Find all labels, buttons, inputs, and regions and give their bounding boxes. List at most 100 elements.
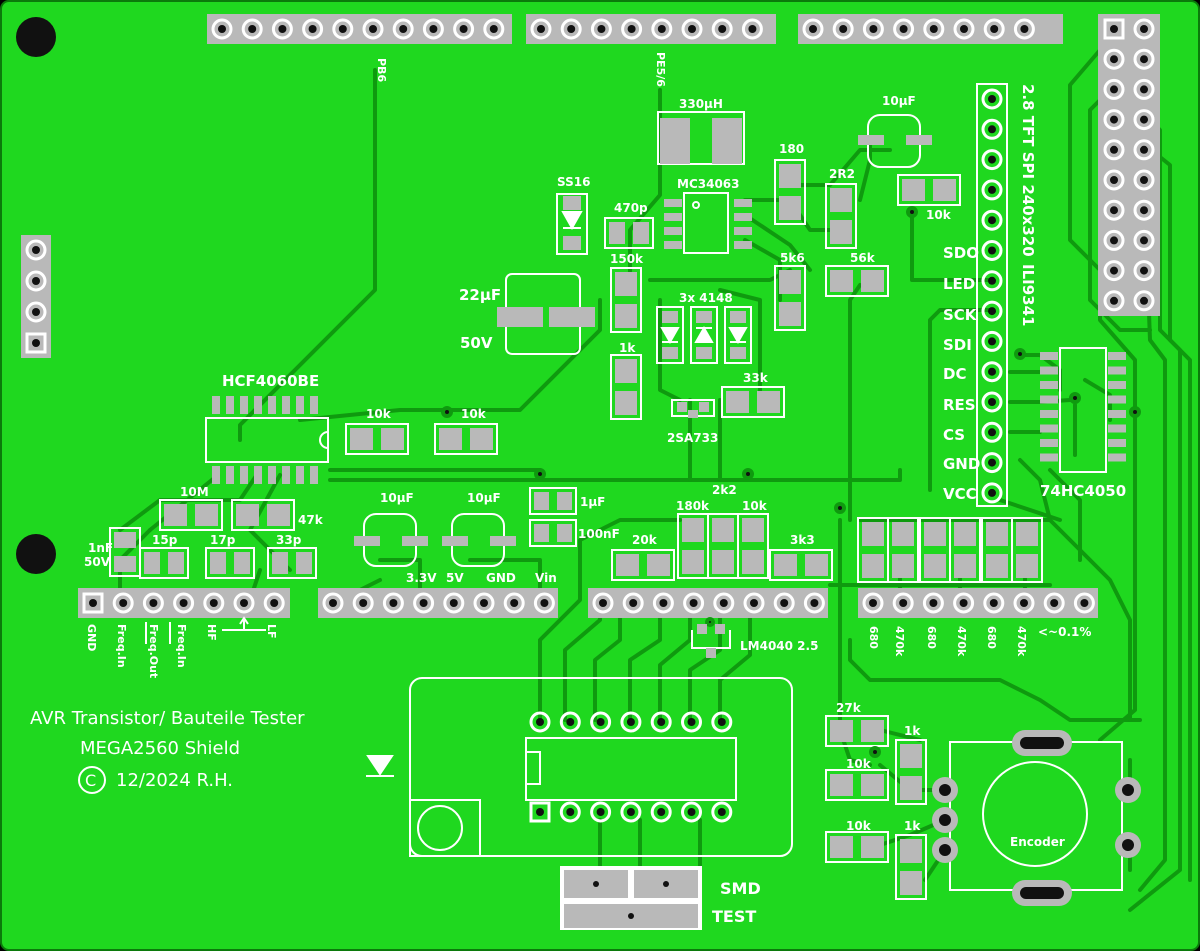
header-pin-hole [1110,296,1118,305]
header-pin-hole [179,599,188,607]
ic-pad [1108,381,1126,389]
smd-pad [861,774,884,796]
header-pin-hole [1080,599,1089,607]
header-pin-hole [1110,176,1118,184]
label-180k: 180k [676,499,710,513]
label-1uf: 1µF [580,495,605,509]
smd-pad [742,550,764,574]
header-pin-hole [1140,85,1148,94]
tft-pin [981,118,1003,140]
header-pin [1103,290,1125,312]
smd-pad [616,554,639,576]
tft-pin-hole [988,246,996,255]
header-left-pins [25,239,47,354]
label-10uf-b: 10µF [467,491,501,505]
ic-pad [1040,366,1058,375]
label-20k: 20k [632,533,658,547]
header-pin [233,592,255,614]
hdr-label-lf: LF [265,624,278,639]
smd-pad [615,272,637,296]
header-pin [862,18,884,40]
header-pin [1043,592,1065,614]
tft-pin-hole [988,398,996,406]
header-pin [25,239,47,261]
header-pin [802,18,824,40]
header-pin [1103,199,1125,221]
header-pin [503,592,525,614]
header-pin-hole [359,599,368,607]
zif-pin-hole [657,718,666,726]
tft-pin-hole [988,488,996,497]
ic-pad [282,466,290,484]
label-lm4040: LM4040 2.5 [740,639,818,653]
pin-label-res: RES [943,396,976,414]
copyright-circle [78,766,106,794]
tft-pin [981,270,1003,292]
tft-pin-hole [988,216,996,225]
header-pin-hole [688,25,696,33]
header-pin [533,592,555,614]
mount-hole-top-left [16,17,56,57]
header-pin-hole [839,25,848,33]
smd-pad [862,522,884,546]
smd-pad [830,836,853,858]
label-10k-d: 10k [846,757,872,771]
label-15p: 15p [152,533,178,547]
vias [441,206,1141,758]
header-pin-hole [990,25,999,33]
header-pin-hole [1140,206,1148,215]
header-pin-hole [1140,145,1148,154]
smd-pad [830,774,853,796]
header-pin-hole [240,599,248,607]
header-pin [112,592,134,614]
header-pin-hole [1050,599,1059,607]
header-pin [443,592,465,614]
label-47k: 47k [298,513,324,527]
hdr-label-gnd: GND [85,624,98,651]
tft-pin-hole [988,276,996,285]
header-pin [413,592,435,614]
ic-pad [1040,439,1058,447]
header-pin [983,592,1005,614]
label-hcf4060: HCF4060BE [222,372,319,390]
header-pin [1103,229,1125,251]
smd-pad [114,556,136,572]
header-pin [1133,139,1155,161]
header-pin [592,592,614,614]
header-pin [392,18,414,40]
header-right-pins [1103,18,1155,312]
smd-pad [712,550,734,574]
header-pin-hole [780,599,789,607]
ic-pad [1108,395,1126,404]
zif-pin [590,801,612,823]
smd-pad [779,164,801,188]
hdr-label-tolerance: <~0.1% [1038,625,1091,639]
zif-pin-hole [626,808,635,816]
header-pin-hole [1140,236,1148,245]
pin-label-sdo: SDO [943,244,979,262]
header-pin [302,18,324,40]
header-pin-hole [1020,25,1029,33]
header-pin-hole [459,25,468,33]
header-pin-hole [278,25,287,33]
header-pin [332,18,354,40]
header-pin [241,18,263,40]
tft-pin [981,88,1003,110]
tft-pin [981,361,1003,383]
smd-pad [381,428,404,450]
encoder-pads [932,730,1141,906]
smd-pad [267,504,290,526]
header-pin [681,18,703,40]
zif-pin-hole [596,718,605,726]
header-pin [953,592,975,614]
header-pin [1133,18,1155,40]
header-pin [922,592,944,614]
tft-pin [981,452,1003,474]
header-pin [25,332,47,354]
header-pin [1103,109,1125,131]
smd-test-pads [560,866,702,930]
ic-pad [1040,352,1058,360]
title-line-2: MEGA2560 Shield [80,738,240,759]
smd-pad [924,554,946,578]
header-pin-hole [209,599,218,607]
